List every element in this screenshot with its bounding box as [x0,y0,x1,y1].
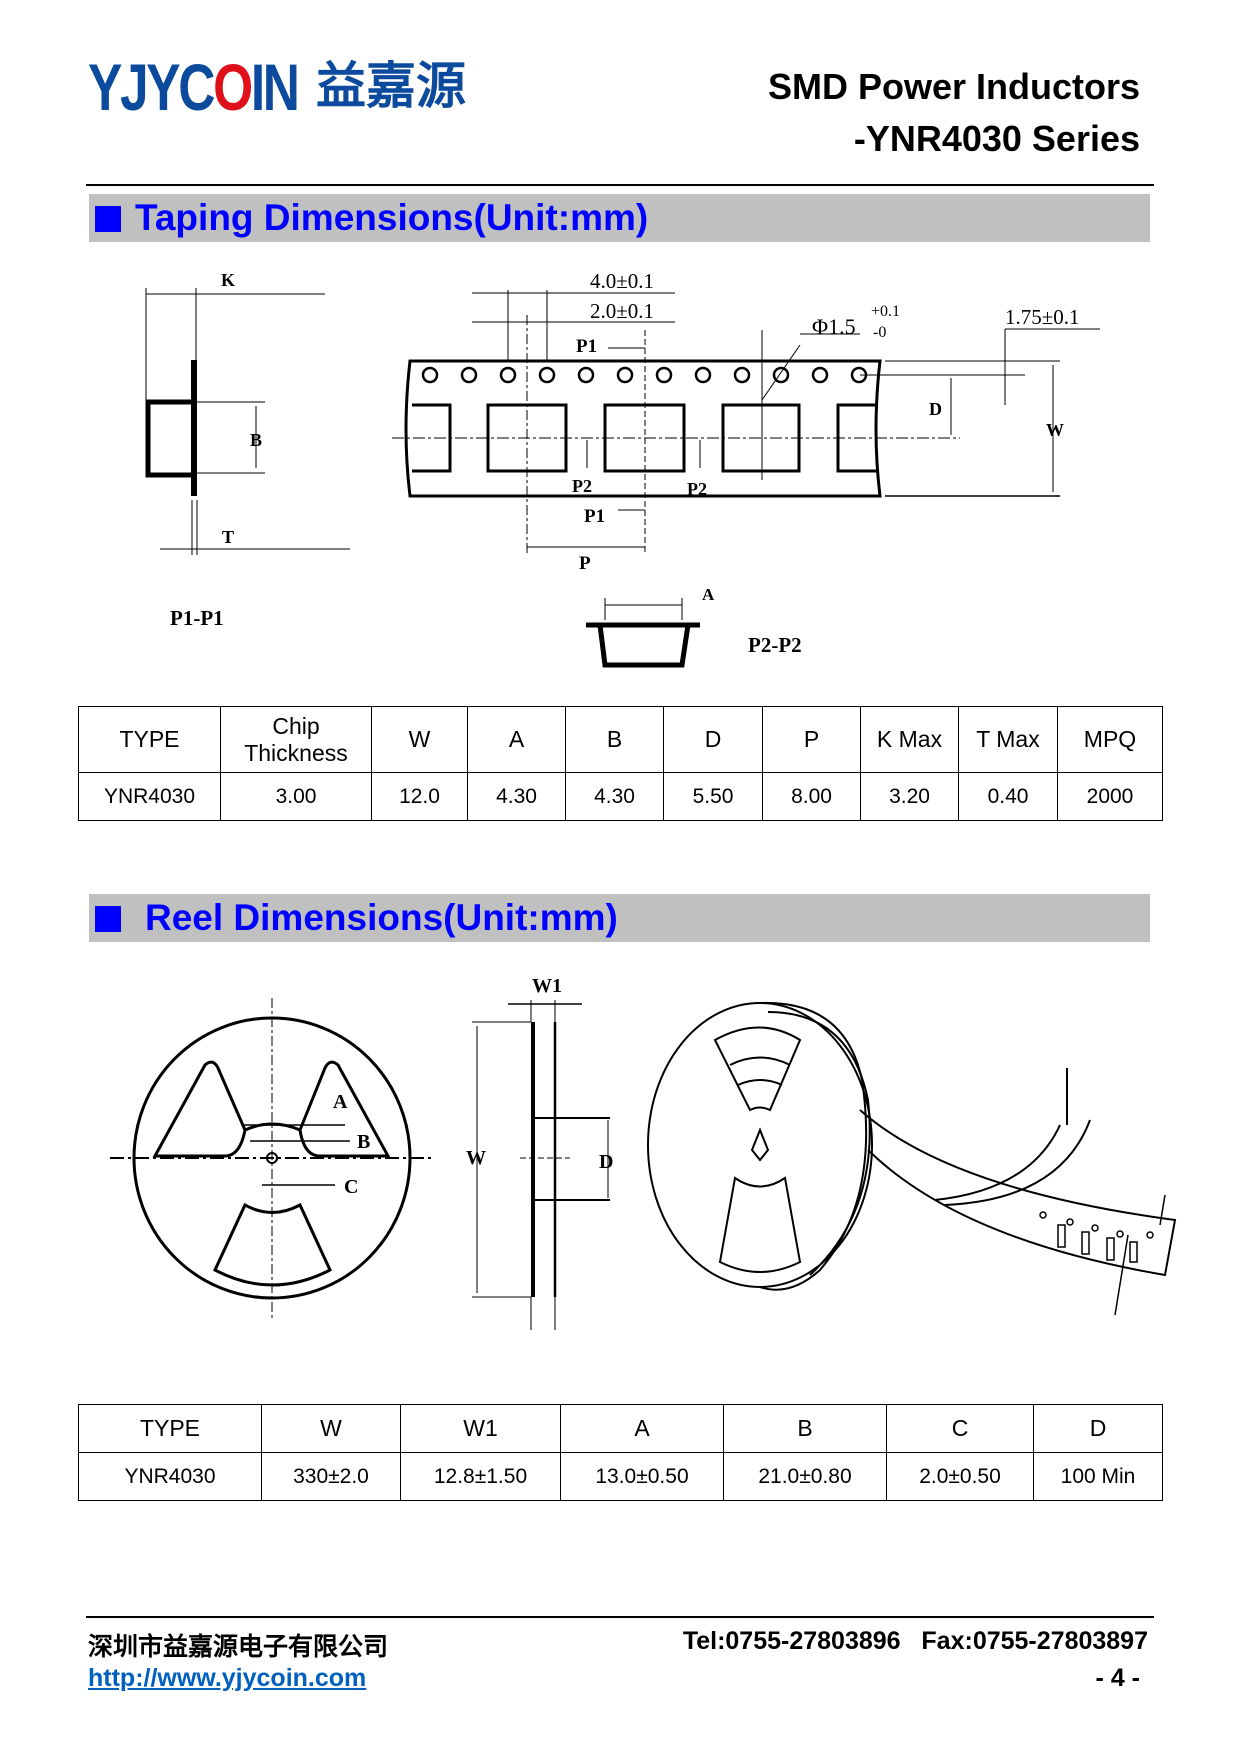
footer-divider [86,1616,1154,1618]
label-w: W [1046,420,1064,440]
table-cell: 100 Min [1033,1452,1163,1501]
reel-side-view: W1 W D [466,975,613,1330]
label-pitch-2: 2.0±0.1 [590,299,654,323]
table-row: YNR4030 3.00 12.0 4.30 4.30 5.50 8.00 3.… [78,772,1163,821]
label-hole-diameter: Φ1.5 [812,314,856,339]
reel-section-header: Reel Dimensions(Unit:mm) [89,894,1150,942]
label-edge-distance: 1.75±0.1 [1005,305,1080,329]
contact-info: Tel:0755-27803896 Fax:0755-27803897 [682,1627,1148,1655]
bullet-square-icon [95,206,121,232]
label-p1-top: P1 [576,336,597,357]
column-header: A [467,706,566,773]
label-k: K [221,270,235,290]
reel-diagram: A B C W1 W D [110,975,1177,1330]
company-name: 深圳市益嘉源电子有限公司 [88,1632,389,1661]
table-cell: 12.8±1.50 [400,1452,561,1501]
column-header: T Max [958,706,1058,773]
table-cell: 3.20 [860,772,959,821]
cross-section-p1: K B T P1-P1 [145,270,350,630]
column-header: K Max [860,706,959,773]
table-cell: 21.0±0.80 [723,1452,887,1501]
website-link[interactable]: http://www.yjycoin.com [88,1664,367,1692]
label-b: B [357,1131,370,1153]
label-p1-bottom: P1 [584,506,605,527]
label-a: A [702,585,715,604]
column-header: TYPE [78,706,221,773]
column-header: Chip Thickness [220,706,372,773]
column-header: W1 [400,1404,561,1453]
label-d: D [599,1151,613,1173]
label-p2-p2: P2-P2 [748,633,802,657]
label-hole-tol-plus: +0.1 [871,303,900,320]
table-cell: YNR4030 [78,772,221,821]
logo-chinese: 益嘉源 [316,57,466,115]
table-cell: 5.50 [663,772,763,821]
column-header: MPQ [1057,706,1163,773]
table-cell: 2.0±0.50 [886,1452,1034,1501]
page-number: - 4 - [1095,1664,1140,1692]
label-c: C [344,1176,358,1198]
taping-section-title: Taping Dimensions(Unit:mm) [135,197,649,238]
label-p: P [579,553,591,574]
cross-section-p2: A P2-P2 [586,585,802,668]
table-header-row: TYPE W W1 A B C D [78,1404,1163,1453]
column-header: A [560,1404,724,1453]
column-header: B [723,1404,887,1453]
taping-table: TYPE Chip Thickness W A B D P K Max T Ma… [78,706,1163,821]
label-hole-tol-minus: -0 [873,324,886,341]
taping-diagram: K B T P1-P1 [145,269,1100,668]
reel-table: TYPE W W1 A B C D YNR4030 330±2.0 12.8±1… [78,1404,1163,1501]
table-cell: 8.00 [762,772,861,821]
table-cell: 330±2.0 [261,1452,401,1501]
column-header: W [261,1404,401,1453]
label-p2-right: P2 [687,479,707,499]
table-cell: 0.40 [958,772,1058,821]
label-p2-left: P2 [572,476,592,496]
bullet-square-icon [95,906,121,932]
doc-subtitle: -YNR4030 Series [853,118,1140,159]
table-cell: YNR4030 [78,1452,262,1501]
label-w: W [466,1147,486,1169]
label-b: B [250,430,262,450]
column-header: B [565,706,664,773]
column-header: P [762,706,861,773]
reel-perspective-view [647,1001,1177,1316]
label-d: D [929,399,942,419]
column-header: C [886,1404,1034,1453]
label-t: T [222,527,234,547]
table-cell: 12.0 [371,772,468,821]
table-row: YNR4030 330±2.0 12.8±1.50 13.0±0.50 21.0… [78,1452,1163,1501]
doc-title: SMD Power Inductors [767,66,1140,107]
table-cell: 13.0±0.50 [560,1452,724,1501]
header-divider [86,184,1154,186]
column-header: D [1033,1404,1163,1453]
table-cell: 3.00 [220,772,372,821]
column-header: W [371,706,468,773]
label-p1-p1: P1-P1 [170,606,224,630]
label-a: A [333,1091,348,1113]
label-w1: W1 [532,975,562,997]
label-pitch-4: 4.0±0.1 [590,269,654,293]
tape-top-view: 4.0±0.1 2.0±0.1 P1 Φ1.5 +0.1 -0 1.75±0.1… [392,269,1100,574]
table-cell: 2000 [1057,772,1163,821]
table-cell: 4.30 [467,772,566,821]
table-header-row: TYPE Chip Thickness W A B D P K Max T Ma… [78,706,1163,773]
column-header: TYPE [78,1404,262,1453]
logo: YJYCOIN [88,50,300,124]
column-header: D [663,706,763,773]
table-cell: 4.30 [565,772,664,821]
reel-front-view: A B C [110,998,435,1318]
taping-section-header: Taping Dimensions(Unit:mm) [89,194,1150,242]
reel-section-title: Reel Dimensions(Unit:mm) [145,897,618,938]
